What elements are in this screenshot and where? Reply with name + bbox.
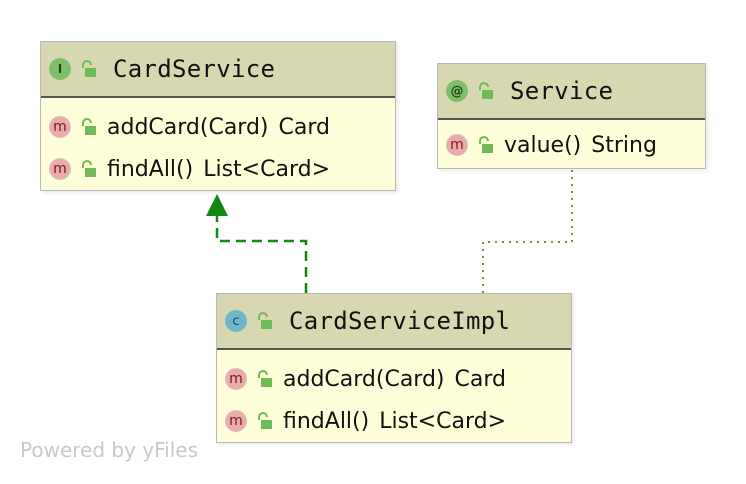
interface-icon: I (49, 58, 71, 80)
method-icon: m (49, 116, 71, 138)
node-title: Service (510, 77, 614, 105)
method-row[interactable]: m addCard(Card) Card (217, 358, 571, 400)
unlocked-icon (82, 160, 96, 177)
method-signature: addCard(Card) (107, 114, 269, 140)
method-signature: addCard(Card) (283, 366, 445, 392)
annotation-icon: @ (446, 80, 468, 102)
implements-edge (206, 194, 308, 293)
method-return-type: List<Card> (379, 408, 507, 434)
method-return-type: Card (278, 114, 330, 140)
unlocked-icon (479, 82, 493, 99)
implements-arrowhead (206, 194, 228, 216)
method-signature: value() (504, 132, 582, 158)
service-header: @ Service (438, 64, 705, 120)
method-return-type: String (591, 132, 657, 158)
node-title: CardServiceImpl (289, 307, 511, 335)
method-icon: m (225, 410, 247, 432)
method-return-type: List<Card> (203, 156, 331, 182)
unlocked-icon (82, 60, 96, 77)
method-icon: m (446, 134, 468, 156)
method-icon: m (49, 158, 71, 180)
unlocked-icon (258, 412, 272, 429)
powered-by-footer: Powered by yFiles (20, 438, 198, 462)
card-service-impl-node[interactable]: c CardServiceImpl m addCard(Card) Card m… (216, 293, 572, 443)
service-node[interactable]: @ Service m value() String (437, 63, 706, 169)
card-service-impl-header: c CardServiceImpl (217, 294, 571, 350)
method-row[interactable]: m value() String (438, 124, 705, 166)
unlocked-icon (479, 136, 493, 153)
card-service-header: I CardService (41, 42, 395, 98)
method-row[interactable]: m findAll() List<Card> (41, 148, 395, 190)
method-return-type: Card (454, 366, 506, 392)
method-signature: findAll() (107, 156, 194, 182)
card-service-node[interactable]: I CardService m addCard(Card) Card m fin… (40, 41, 396, 191)
node-title: CardService (113, 55, 276, 83)
unlocked-icon (258, 370, 272, 387)
class-icon: c (225, 310, 247, 332)
unlocked-icon (82, 118, 96, 135)
annotation-edge (482, 170, 573, 293)
method-signature: findAll() (283, 408, 370, 434)
method-row[interactable]: m findAll() List<Card> (217, 400, 571, 442)
method-icon: m (225, 368, 247, 390)
unlocked-icon (258, 312, 272, 329)
method-row[interactable]: m addCard(Card) Card (41, 106, 395, 148)
